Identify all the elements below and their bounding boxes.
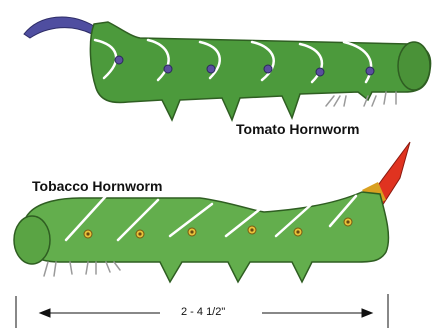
tobacco-head <box>14 216 50 264</box>
tomato-hornworm-label: Tomato Hornworm <box>236 121 359 137</box>
tomato-horn <box>24 17 94 38</box>
measure-arrow-right <box>362 309 372 317</box>
tobacco-hornworm-label: Tobacco Hornworm <box>32 178 162 194</box>
tomato-head <box>398 42 430 90</box>
tomato-hornworm <box>24 17 431 120</box>
tobacco-body <box>22 192 388 282</box>
tobacco-legs <box>44 262 120 276</box>
length-label: 2 - 4 1/2" <box>178 306 228 318</box>
measure-arrow-left <box>40 309 50 317</box>
tobacco-hornworm <box>14 142 410 282</box>
tomato-body <box>90 22 430 120</box>
